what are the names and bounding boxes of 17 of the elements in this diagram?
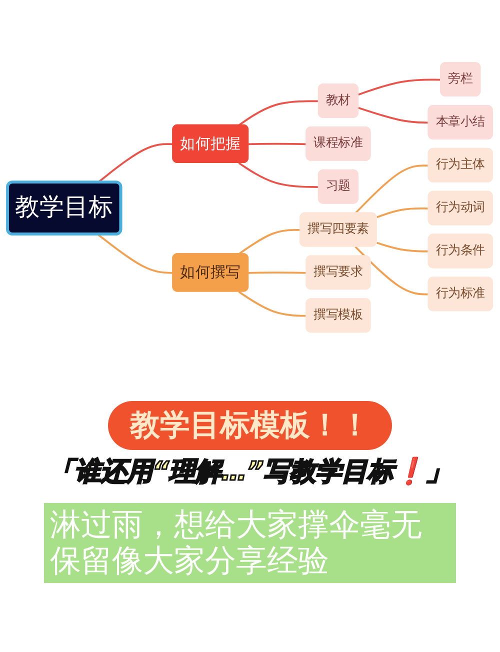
connector [97, 234, 174, 274]
subtitle-text: 「谁还用“理解…”写教学目标❗」 [48, 456, 452, 489]
connector [376, 208, 429, 218]
note-banner: 淋过雨，想给大家撑伞毫无保留像大家分享经验 [44, 503, 456, 583]
connector [248, 272, 307, 274]
connector [248, 143, 307, 146]
connector [354, 164, 429, 214]
connector [358, 107, 429, 124]
connector [376, 242, 429, 253]
connector [358, 78, 442, 96]
connector [238, 162, 319, 188]
title-banner: 教学目标模板！！ [108, 401, 392, 450]
connector [238, 229, 300, 255]
connector [238, 291, 307, 317]
connector [238, 100, 319, 126]
connector [97, 143, 174, 184]
connector [354, 246, 429, 296]
